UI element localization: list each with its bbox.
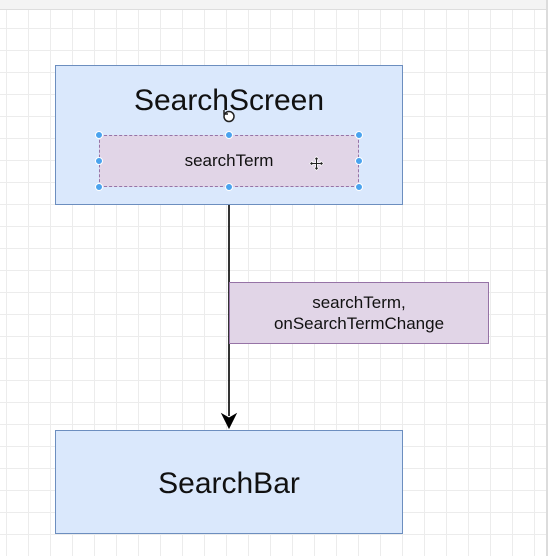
search-bar-node[interactable]: SearchBar [55,430,403,534]
edge-arrowhead [220,412,238,430]
selection-handle-bottom-left[interactable] [95,183,103,191]
props-label-line-1: searchTerm, [312,293,406,312]
selection-handle-top-left[interactable] [95,131,103,139]
search-term-state-label: searchTerm [184,151,274,170]
selection-handle-top-right[interactable] [355,131,363,139]
canvas-right-edge [546,0,548,556]
selection-handle-top-center[interactable] [225,131,233,139]
selection-handle-middle-left[interactable] [95,157,103,165]
search-bar-label: SearchBar [158,467,300,500]
props-label-box[interactable]: searchTerm, onSearchTermChange [229,282,489,344]
canvas-top-rule [0,0,548,10]
rotate-cursor-icon[interactable] [221,108,237,124]
selection-handle-bottom-center[interactable] [225,183,233,191]
selection-handle-bottom-right[interactable] [355,183,363,191]
props-label-line-2: onSearchTermChange [273,314,445,333]
move-icon[interactable] [309,156,324,171]
props-label-text: searchTerm, onSearchTermChange [274,292,444,334]
selection-handle-middle-right[interactable] [355,157,363,165]
